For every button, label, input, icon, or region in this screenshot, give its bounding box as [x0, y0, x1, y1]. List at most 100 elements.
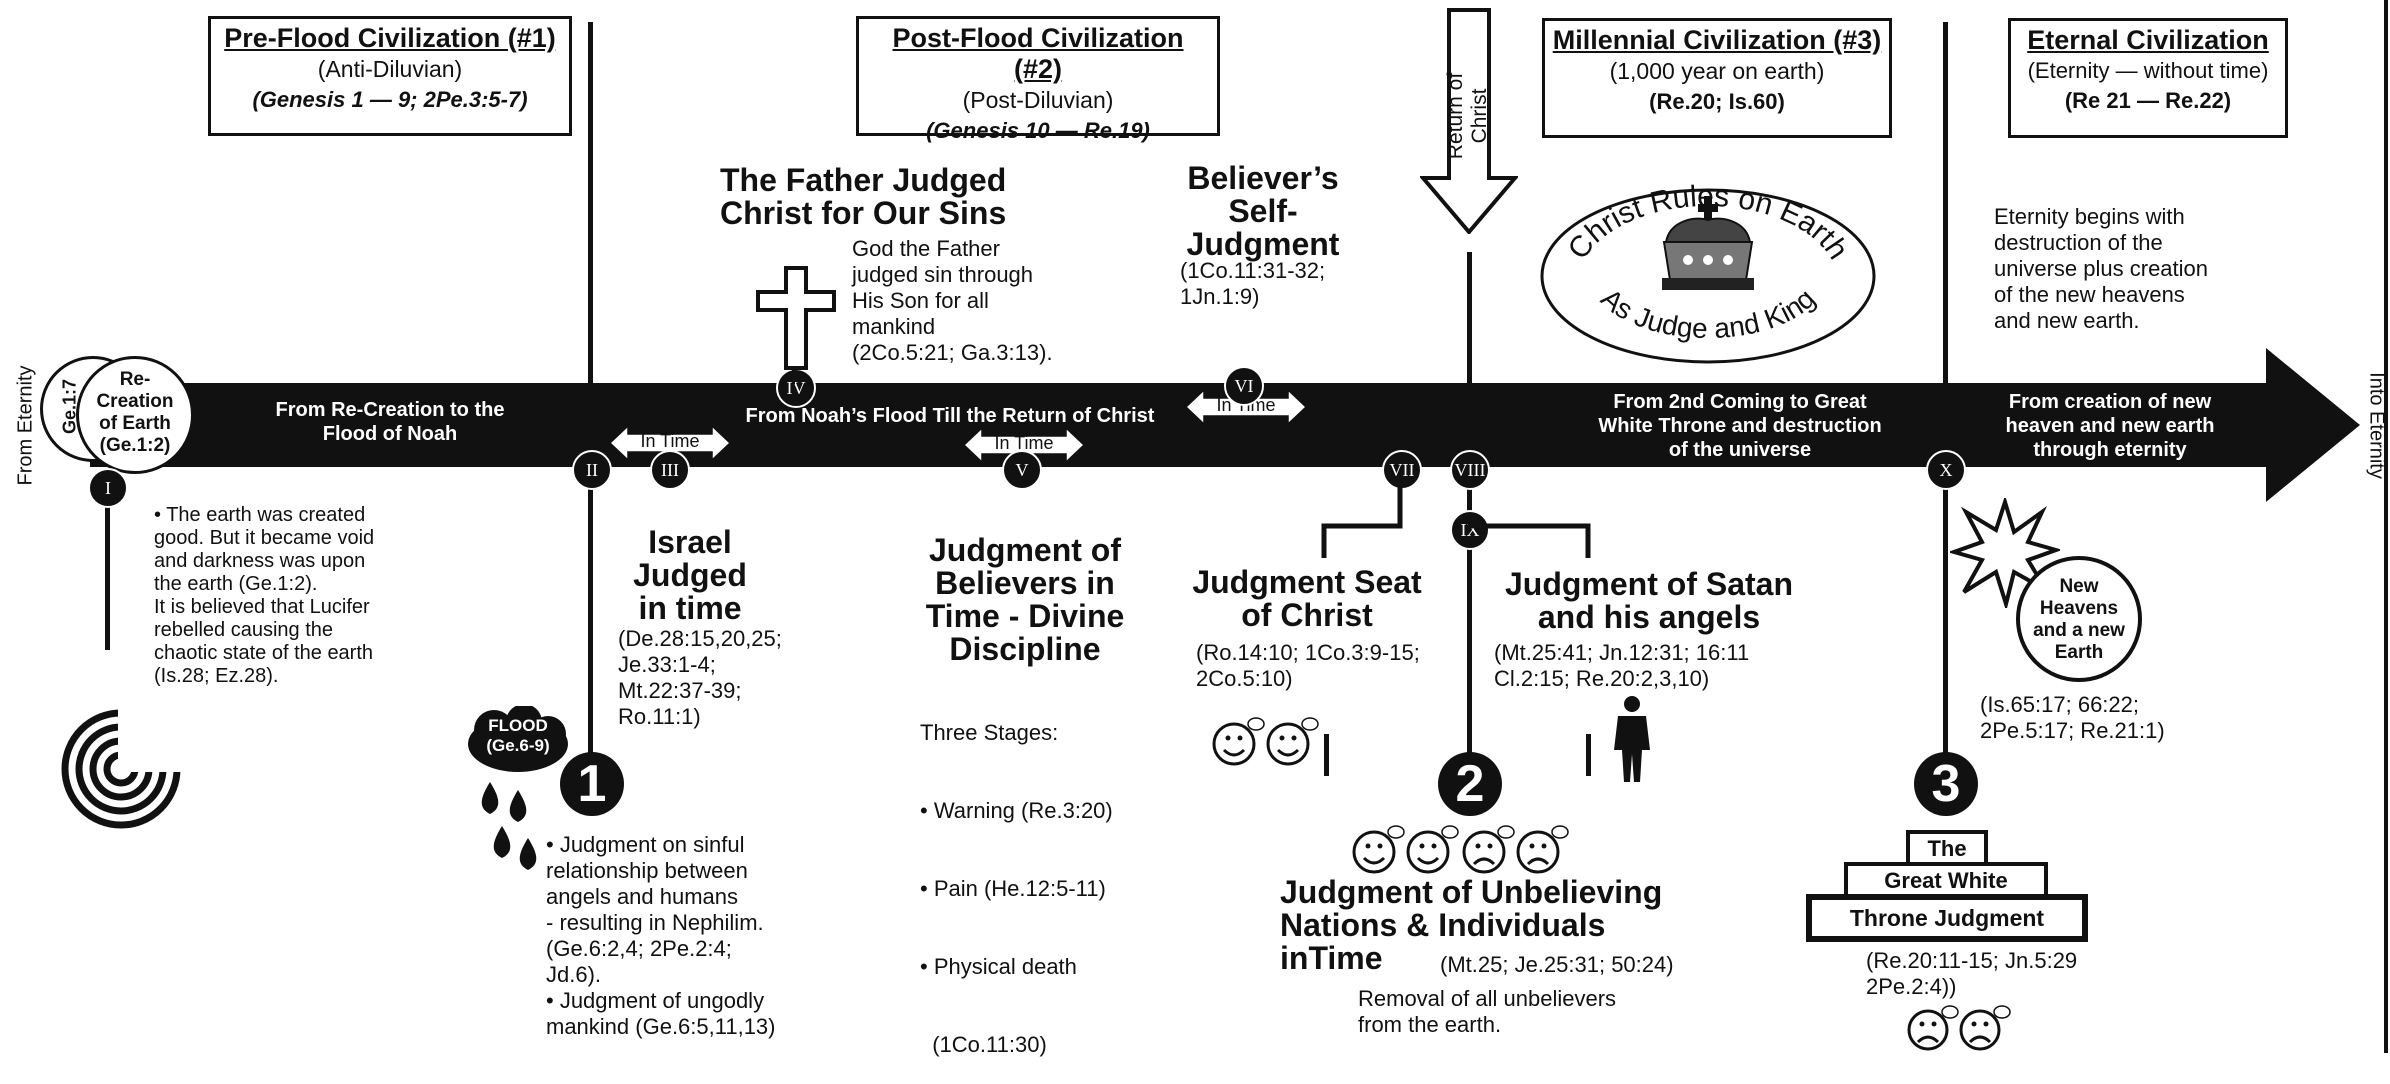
eternity-text: Eternity begins with destruction of the …	[1994, 204, 2264, 334]
re-creation-circle: Re- Creation of Earth (Ge.1:2)	[76, 356, 194, 474]
numeral-I: I	[88, 468, 128, 508]
gwt-box-top: The	[1906, 830, 1988, 868]
text-line: (Is.65:17; 66:22;	[1980, 692, 2139, 717]
heading-line: Judgment of	[929, 532, 1121, 568]
rain-drops-icon	[481, 782, 537, 870]
heading-line: inTime	[1280, 940, 1383, 976]
re-creation-label: Re-	[119, 369, 151, 390]
connector-VII-IX	[1321, 486, 1591, 558]
satan-heading: Judgment of Satan and his angels	[1484, 568, 1814, 634]
text-line: Mt.22:37-39;	[618, 678, 742, 703]
text-line: relationship between	[546, 858, 748, 883]
heading-line: Judged	[633, 557, 747, 593]
text-line: angels and humans	[546, 884, 739, 909]
new-heavens-label: and a new	[2033, 620, 2125, 641]
text-line: 2Pe.2:4))	[1866, 974, 1957, 999]
heading-line: and his angels	[1537, 599, 1761, 635]
cross-stem	[792, 368, 795, 384]
nations-refs: (Mt.25; Je.25:31; 50:24)	[1440, 952, 1674, 977]
text-line: (Mt.25:41; Jn.12:31; 16:11	[1494, 640, 1750, 665]
era-reference: (Re 21 — Re.22)	[2064, 88, 2232, 113]
new-heavens-label: New	[2059, 576, 2099, 597]
era-subtitle: (Eternity — without time)	[2027, 58, 2269, 83]
era-title: Pre-Flood Civilization (#1)	[224, 23, 556, 53]
text-line: from the earth.	[1358, 1012, 1502, 1037]
in-time-label: In Time	[640, 431, 700, 451]
era-box-millennial: Millennial Civilization (#3) (1,000 year…	[1542, 18, 1892, 138]
re-creation-label: (Ge.1:2)	[99, 435, 171, 456]
numeral-X: X	[1926, 450, 1966, 490]
era-box-post-flood: Post-Flood Civilization (#2) (Post-Diluv…	[856, 16, 1220, 143]
text-line: Cl.2:15; Re.20:2,3,10)	[1494, 666, 1710, 691]
text-line: and new earth.	[1994, 308, 2140, 333]
judgment-seat-refs: (Ro.14:10; 1Co.3:9-15; 2Co.5:10)	[1196, 640, 1476, 692]
israel-heading: Israel Judged in time	[610, 526, 770, 625]
cross-icon	[756, 266, 836, 370]
text-line: judged sin through	[852, 262, 1034, 287]
chaos-spiral-icon	[61, 706, 184, 829]
text-line: of the new heavens	[1994, 282, 2185, 307]
mixed-faces-icon	[1352, 825, 1569, 874]
believers-heading: Judgment of Believers in Time - Divine D…	[900, 534, 1150, 666]
new-heavens-refs: (Is.65:17; 66:22; 2Pe.5:17; Re.21:1)	[1980, 692, 2240, 744]
israel-refs: (De.28:15,20,25; Je.33:1-4; Mt.22:37-39;…	[618, 626, 838, 730]
double-arrow-icon	[610, 426, 730, 460]
text-line: • Pain (He.12:5-11)	[920, 876, 1106, 901]
text-line: - resulting in Nephilim.	[546, 910, 764, 935]
text-line: the earth (Ge.1:2).	[154, 573, 318, 595]
band-text-line: White Throne and destruction	[1598, 415, 1882, 437]
happy-faces-icon	[1212, 717, 1319, 766]
text-line: Jd.6).	[546, 962, 602, 987]
text-line: (Re.20:11-15; Jn.5:29	[1866, 948, 2078, 973]
era-title: Eternal Civilization	[2027, 25, 2269, 55]
big-number-2: 2	[1438, 752, 1502, 816]
text-line: mankind	[852, 314, 936, 339]
era-box-eternal: Eternal Civilization (Eternity — without…	[2008, 18, 2288, 138]
era-reference: (Genesis 1 — 9; 2Pe.3:5-7)	[252, 87, 528, 112]
flood-label: FLOOD (Ge.6-9)	[470, 716, 566, 756]
text-line: His Son for all	[852, 288, 989, 313]
numeral-VII: VII	[1382, 450, 1422, 490]
text-line: Je.33:1-4;	[618, 652, 716, 677]
era-reference: (Genesis 10 — Re.19)	[926, 118, 1150, 143]
band-text-line: From creation of new	[2008, 391, 2212, 413]
seat-marker	[1324, 734, 1329, 776]
heading-line: Israel	[648, 524, 732, 560]
text-line: destruction of the	[1994, 230, 2163, 255]
numeral-III: III	[650, 450, 690, 490]
gwt-box-bottom: Throne Judgment	[1806, 894, 2088, 942]
from-eternity-label: From Eternity	[14, 365, 37, 486]
numeral-IV: IV	[776, 368, 816, 408]
in-time-marker-israel: In Time	[610, 426, 730, 460]
timeline-band	[90, 383, 2270, 467]
text-line: mankind (Ge.6:5,11,13)	[546, 1014, 776, 1039]
big-number-1: 1	[560, 752, 624, 816]
text-line: • Physical death	[920, 954, 1077, 979]
divider-eternity-lower	[1943, 466, 1948, 776]
numeral-V: V	[1002, 450, 1042, 490]
father-judged-text: God the Father judged sin through His So…	[852, 236, 1092, 366]
nations-heading: Judgment of Unbelieving Nations & Indivi…	[1280, 876, 1720, 975]
text-line: (Is.28; Ez.28).	[154, 665, 279, 687]
satan-figure-icon	[1614, 696, 1650, 782]
flood-label-line: FLOOD	[488, 716, 548, 735]
text-line: It is believed that Lucifer	[154, 596, 370, 618]
text-line: 2Co.5:10)	[1196, 666, 1293, 691]
text-line: Eternity begins with	[1994, 204, 2185, 229]
new-heavens-label: Earth	[2054, 642, 2104, 663]
divider-return-lower	[1467, 466, 1472, 776]
text-line: God the Father	[852, 236, 1000, 261]
band-segment-2: From Noah’s Flood Till the Return of Chr…	[745, 405, 1155, 427]
satan-marker	[1586, 734, 1591, 776]
satan-refs: (Mt.25:41; Jn.12:31; 16:11 Cl.2:15; Re.2…	[1494, 640, 1834, 692]
believers-text: Three Stages: • Warning (Re.3:20) • Pain…	[920, 668, 1180, 1084]
era-title: Millennial Civilization (#3)	[1552, 25, 1882, 55]
text-line: Removal of all unbelievers	[1358, 986, 1617, 1011]
re-creation-label: Creation	[96, 391, 174, 412]
double-arrow-icon	[964, 428, 1084, 462]
text-line: • The earth was created	[154, 504, 366, 526]
era-subtitle: (Anti-Diluvian)	[317, 56, 463, 82]
era-subtitle: (1,000 year on earth)	[1609, 58, 1825, 84]
text-line: Ro.11:1)	[618, 704, 701, 729]
band-text-line: through eternity	[2033, 439, 2187, 461]
